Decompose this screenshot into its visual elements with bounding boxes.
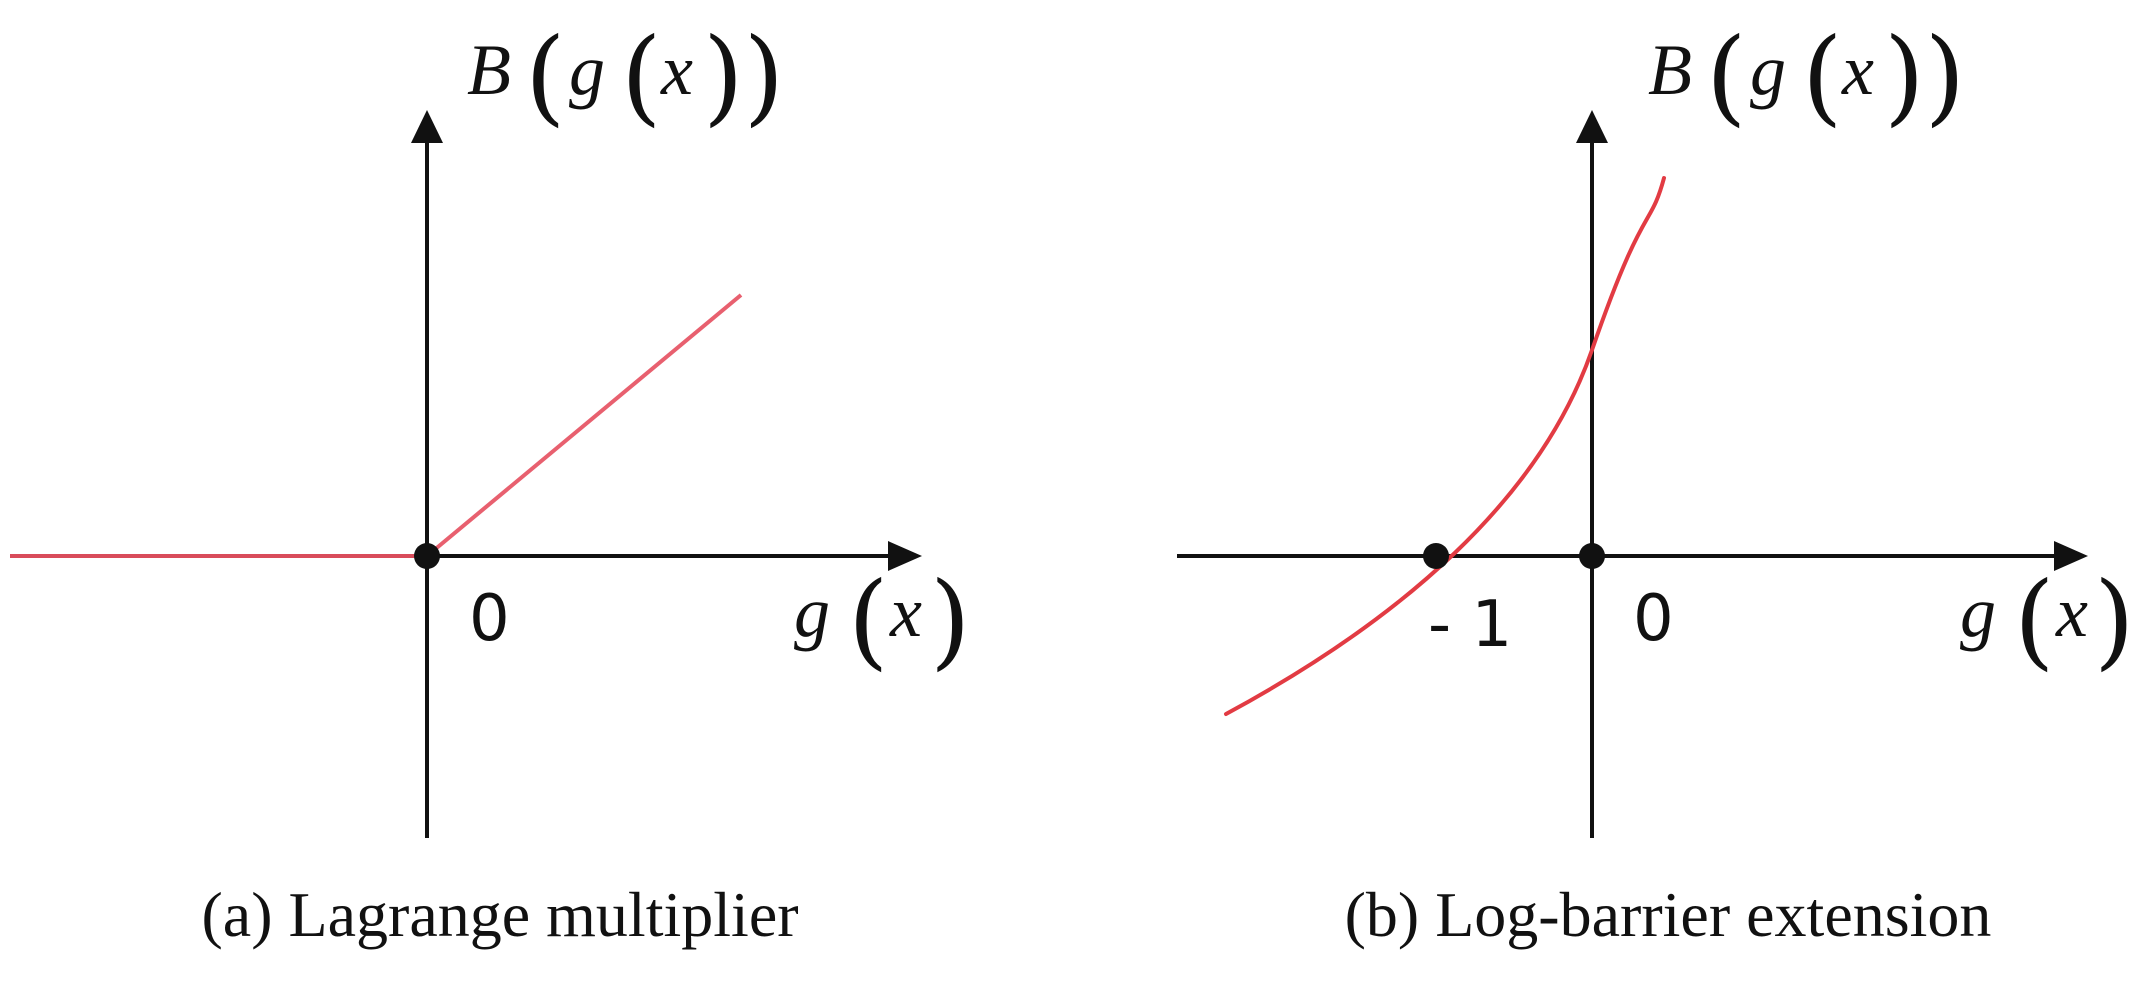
panel-b-curve xyxy=(1224,176,1666,716)
panel-b-x-label-var: x xyxy=(2055,572,2088,652)
panel-b-x-axis-label: g ( x ) xyxy=(1960,559,2135,681)
panel-a-x-label-func: g xyxy=(794,572,830,652)
panel-a-y-label-func: B xyxy=(467,30,511,110)
panel-a-y-label-var: x xyxy=(660,30,693,110)
panel-b-origin-point xyxy=(1579,543,1605,569)
panel-a-y-axis-label: B ( g ( x )) xyxy=(467,15,784,137)
panel-b-x-label-paren-close: ) xyxy=(2094,559,2135,681)
panel-b-x-arrowhead xyxy=(2054,541,2088,571)
panel-b: - 1 0 B ( g ( x )) g ( x ) (b) Log-barri… xyxy=(1177,15,2135,950)
panel-b-y-label-paren-close: )) xyxy=(1884,15,1965,137)
panel-b-tick-label-neg1: - 1 xyxy=(1428,588,1512,662)
panel-a-curve xyxy=(10,293,743,558)
panel-b-x-label-func: g xyxy=(1960,572,1996,652)
panel-a-y-label-paren-inner: ( xyxy=(621,15,662,137)
panel-a-origin-point xyxy=(414,543,440,569)
panel-b-x-label-paren: ( xyxy=(2014,559,2055,681)
panel-a-x-label-paren: ( xyxy=(848,559,889,681)
panel-a-x-arrowhead xyxy=(888,541,922,571)
panel-b-y-label-var: x xyxy=(1841,30,1874,110)
panel-b-y-axis-label: B ( g ( x )) xyxy=(1648,15,1965,137)
panel-a-y-label-paren: ( xyxy=(525,15,566,137)
panel-a-x-label-paren-close: ) xyxy=(930,559,971,681)
panel-a-y-arrowhead xyxy=(411,110,443,143)
panel-a-x-label-var: x xyxy=(889,572,922,652)
panel-b-caption: (b) Log-barrier extension xyxy=(1345,879,1992,950)
panel-b-y-label-paren-inner: ( xyxy=(1802,15,1843,137)
panel-b-y-label-func: B xyxy=(1648,30,1692,110)
panel-a-tick-label-0: 0 xyxy=(469,582,510,656)
panel-a-x-axis-label: g ( x ) xyxy=(794,559,971,681)
panel-a: 0 B ( g ( x )) g ( x ) (a) Lagrange mult… xyxy=(10,15,971,950)
panel-b-point-neg1 xyxy=(1423,543,1449,569)
panel-a-y-label-arg-func: g xyxy=(569,30,605,110)
panel-a-caption: (a) Lagrange multiplier xyxy=(201,879,798,950)
panel-b-y-label-arg-func: g xyxy=(1750,30,1786,110)
panel-b-y-arrowhead xyxy=(1576,110,1608,143)
panel-b-tick-label-0: 0 xyxy=(1633,582,1674,656)
panel-b-y-label-paren: ( xyxy=(1706,15,1747,137)
panel-a-y-label-paren-close: )) xyxy=(703,15,784,137)
